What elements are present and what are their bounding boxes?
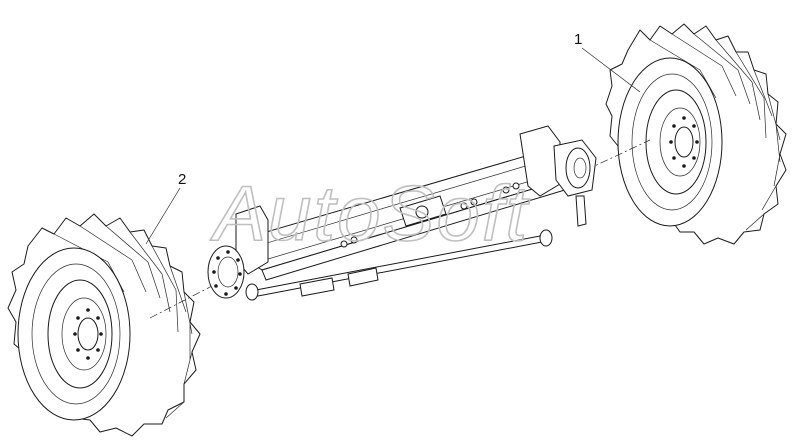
wheel-left-bolts bbox=[73, 308, 103, 360]
callout-2: 2 bbox=[145, 171, 186, 245]
wheel-left bbox=[7, 213, 201, 437]
wheel-right-bolts bbox=[669, 116, 699, 168]
hub-left-bolts bbox=[212, 250, 242, 296]
watermark: AutoSoft bbox=[209, 168, 531, 258]
callout-1: 1 bbox=[574, 31, 641, 93]
watermark-text: AutoSoft bbox=[210, 169, 531, 257]
axle-beam bbox=[149, 125, 651, 319]
beam-bolts bbox=[340, 182, 520, 248]
tie-rod bbox=[245, 229, 553, 301]
wheel-right bbox=[605, 23, 787, 245]
callout-2-label: 2 bbox=[178, 171, 186, 188]
callout-1-label: 1 bbox=[574, 31, 582, 48]
